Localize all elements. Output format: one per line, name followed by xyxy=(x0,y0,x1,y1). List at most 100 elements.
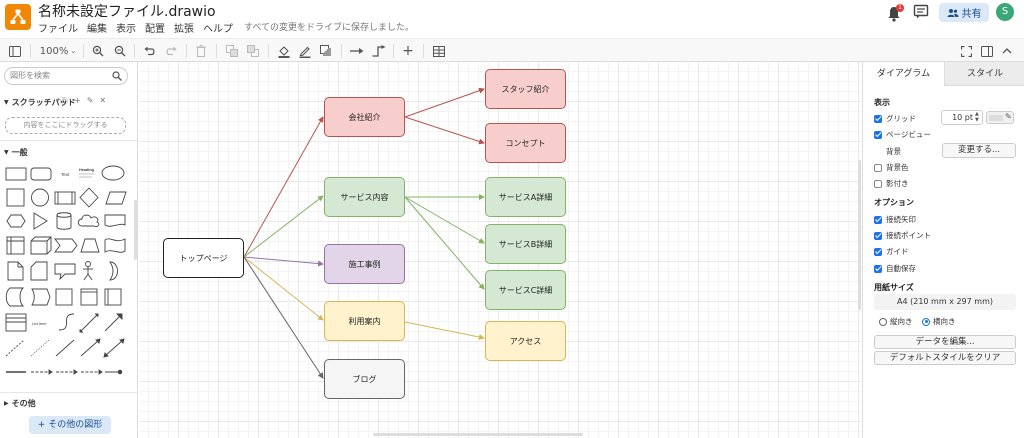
user-avatar[interactable]: S xyxy=(996,3,1014,21)
node-access[interactable]: アクセス xyxy=(485,321,566,361)
connection-arrows-checkbox[interactable]: 接続矢印 xyxy=(874,214,916,225)
autosave-checkbox[interactable]: 自動保存 xyxy=(874,263,916,274)
other-section-header[interactable]: ▶ その他 xyxy=(4,398,36,409)
shape-curve[interactable] xyxy=(58,313,75,331)
redo-icon[interactable] xyxy=(164,43,178,59)
scratchpad-dropzone[interactable]: 内容をここにドラッグする xyxy=(5,117,126,134)
edge-top-to-company[interactable] xyxy=(243,116,324,258)
shape-document[interactable] xyxy=(104,214,126,227)
shape-square[interactable] xyxy=(6,188,25,207)
tab-diagram[interactable]: ダイアグラム xyxy=(863,62,944,86)
help-icon[interactable]: ⓪ xyxy=(60,97,68,106)
line-color-icon[interactable] xyxy=(298,43,312,59)
shape-note[interactable] xyxy=(7,261,24,281)
guides-checkbox[interactable]: ガイド xyxy=(874,246,909,257)
edge-top-to-works[interactable] xyxy=(243,256,324,267)
shape-line[interactable] xyxy=(55,339,75,357)
shape-card[interactable] xyxy=(30,261,48,281)
shape-search-input[interactable]: 図形を検索 xyxy=(4,67,128,85)
shape-rounded-rectangle[interactable] xyxy=(30,167,52,181)
tab-style[interactable]: スタイル xyxy=(944,62,1024,86)
node-staff[interactable]: スタッフ紹介 xyxy=(485,69,566,109)
to-back-icon[interactable] xyxy=(246,43,260,59)
file-title[interactable]: 名称未設定ファイル.drawio xyxy=(38,4,216,20)
grid-checkbox[interactable]: グリッド xyxy=(874,113,916,124)
edge-top-to-service[interactable] xyxy=(243,195,324,258)
delete-icon[interactable] xyxy=(194,43,208,59)
portrait-radio[interactable]: 縦向き xyxy=(879,316,913,327)
clear-default-style-button[interactable]: デフォルトスタイルをクリア xyxy=(874,351,1016,365)
shape-cube[interactable] xyxy=(30,236,52,255)
fill-color-icon[interactable] xyxy=(277,43,291,59)
shape-tape[interactable] xyxy=(104,238,126,253)
shape-circle[interactable] xyxy=(31,188,49,207)
sidebar-scrollbar[interactable] xyxy=(134,200,137,260)
undo-icon[interactable] xyxy=(143,43,157,59)
shape-data-storage[interactable] xyxy=(5,287,25,307)
shape-parallelogram[interactable] xyxy=(105,191,127,205)
edge-company-to-concept[interactable] xyxy=(404,116,485,145)
shape-frame[interactable] xyxy=(104,288,122,306)
shape-actor[interactable] xyxy=(83,261,93,281)
landscape-radio[interactable]: 横向き xyxy=(922,316,956,327)
node-concept[interactable]: コンセプト xyxy=(485,123,566,163)
shape-step[interactable] xyxy=(54,238,78,253)
shape-internal-storage[interactable] xyxy=(6,236,25,255)
edge-top-to-blog[interactable] xyxy=(243,256,324,379)
comments-icon[interactable] xyxy=(913,4,929,24)
shape-dashed-line[interactable] xyxy=(5,339,25,357)
shape-delay[interactable] xyxy=(31,288,51,306)
shape-hexagon[interactable] xyxy=(6,214,26,228)
shape-text[interactable]: Text xyxy=(61,172,70,177)
shape-list[interactable] xyxy=(5,313,27,332)
shape-callout[interactable] xyxy=(54,263,76,281)
shape-list-item[interactable]: List Item xyxy=(32,322,46,326)
waypoints-icon[interactable] xyxy=(371,43,387,59)
connection-arrow-icon[interactable] xyxy=(349,43,365,59)
notifications-bell-icon[interactable]: 1 xyxy=(887,4,904,24)
drawio-logo-icon[interactable] xyxy=(5,4,31,30)
background-color-checkbox[interactable]: 背景色 xyxy=(874,162,909,173)
menu-help[interactable]: ヘルプ xyxy=(203,24,233,35)
shape-bidirectional-arrow[interactable] xyxy=(80,314,98,332)
shadow-icon[interactable] xyxy=(319,43,333,59)
menu-view[interactable]: 表示 xyxy=(116,24,136,35)
edge-guide-to-access[interactable] xyxy=(404,321,485,340)
node-service[interactable]: サービス内容 xyxy=(324,177,405,217)
shape-container[interactable] xyxy=(80,288,98,306)
change-background-button[interactable]: 変更する... xyxy=(942,143,1016,158)
shape-dotted-line[interactable] xyxy=(30,339,50,357)
node-company[interactable]: 会社紹介 xyxy=(324,97,405,137)
format-panel-toggle-icon[interactable] xyxy=(8,43,22,59)
menu-edit[interactable]: 編集 xyxy=(87,24,107,35)
shape-arrow[interactable] xyxy=(104,314,122,332)
edge-top-to-guide[interactable] xyxy=(243,256,324,321)
shape-bi-connector[interactable] xyxy=(104,339,124,357)
canvas-vertical-scrollbar[interactable] xyxy=(858,160,861,310)
zoom-out-icon[interactable] xyxy=(113,43,127,59)
page-view-checkbox[interactable]: ページビュー xyxy=(874,129,931,140)
shape-cylinder[interactable] xyxy=(56,212,72,230)
node-service-b[interactable]: サービスB詳細 xyxy=(485,224,566,264)
node-service-a[interactable]: サービスA詳細 xyxy=(485,177,566,217)
paper-size-select[interactable]: A4 (210 mm x 297 mm) xyxy=(874,294,1016,310)
shape-heading[interactable]: Heading xyxy=(79,168,95,172)
add-icon[interactable]: + xyxy=(74,96,81,105)
node-service-c[interactable]: サービスC詳細 xyxy=(485,270,566,310)
to-front-icon[interactable] xyxy=(225,43,239,59)
share-button[interactable]: 共有 xyxy=(939,3,989,22)
shape-diamond[interactable] xyxy=(79,187,99,208)
collapse-chevron-up-icon[interactable] xyxy=(1000,43,1014,59)
zoom-dropdown[interactable]: 100%⌄ xyxy=(40,43,76,59)
grid-size-spinner[interactable]: ▲▼ xyxy=(975,111,979,123)
shape-process-square[interactable] xyxy=(55,288,73,306)
node-works[interactable]: 施工事例 xyxy=(324,244,405,284)
menu-arrange[interactable]: 配置 xyxy=(145,24,165,35)
close-icon[interactable]: ✕ xyxy=(99,96,107,105)
shape-triangle[interactable] xyxy=(33,212,48,230)
shape-ellipse[interactable] xyxy=(101,165,125,181)
shape-cloud[interactable] xyxy=(77,214,100,227)
menu-extras[interactable]: 拡張 xyxy=(174,24,194,35)
grid-size-input[interactable]: 10 pt xyxy=(941,110,983,125)
zoom-in-icon[interactable] xyxy=(91,43,105,59)
